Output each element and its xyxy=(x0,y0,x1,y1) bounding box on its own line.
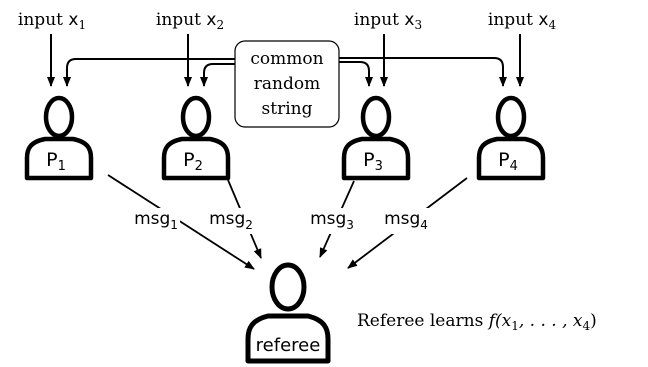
msg-label-4: msg4 xyxy=(384,209,428,232)
msg-label-1: msg1 xyxy=(134,209,178,232)
crs-line-3 xyxy=(339,61,373,87)
party-icon-3: P3 xyxy=(341,95,411,181)
msg-arrow-1 xyxy=(107,174,255,270)
msg-label-bg-1 xyxy=(132,208,180,234)
party-icon-4: P4 xyxy=(476,95,546,181)
crs-line-text-2: random xyxy=(254,74,320,94)
party-label-3: P3 xyxy=(363,149,383,174)
input-label-3: input x3 xyxy=(354,10,422,32)
party-icon-1: P1 xyxy=(24,95,94,181)
msg-label-2: msg2 xyxy=(209,209,253,232)
crs-line-text-1: common xyxy=(250,49,323,69)
party-icon-2: P2 xyxy=(161,95,231,181)
msg-label-bg-3 xyxy=(306,208,358,234)
msg-label-3: msg3 xyxy=(310,209,354,232)
party-label-2: P2 xyxy=(183,149,203,174)
msg-label-bg-4 xyxy=(380,208,432,234)
input-label-4: input x4 xyxy=(488,10,557,32)
crs-line-2 xyxy=(200,63,235,87)
input-label-1: input x1 xyxy=(18,10,86,32)
party-label-4: P4 xyxy=(498,149,518,174)
party-label-1: P1 xyxy=(46,149,66,174)
referee-label: referee xyxy=(256,335,321,356)
referee-result: Referee learns f(x1, . . . , x4) xyxy=(357,311,597,333)
referee-icon: referee xyxy=(245,262,331,364)
msg-label-bg-2 xyxy=(207,208,255,234)
crs-box xyxy=(234,40,340,128)
crs-line-text-3: string xyxy=(262,99,313,119)
crs-line-1 xyxy=(63,58,235,87)
crs-line-4 xyxy=(339,57,507,87)
input-label-2: input x2 xyxy=(156,10,224,32)
